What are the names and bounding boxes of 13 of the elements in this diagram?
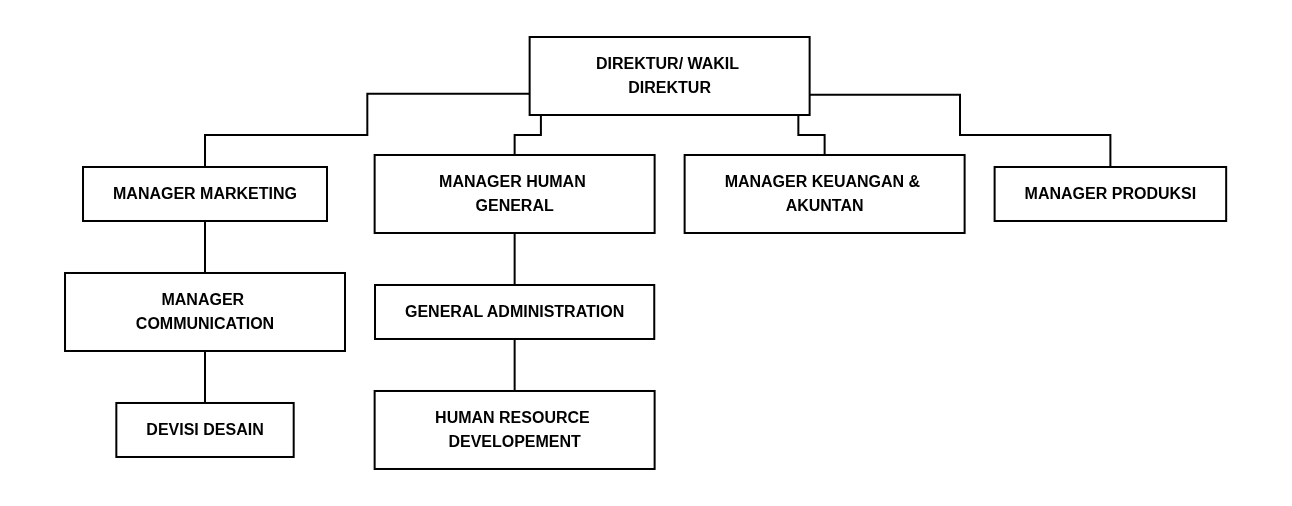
node-box: MANAGER HUMAN GENERAL [374,154,657,234]
node-box: HUMAN RESOURCE DEVELOPEMENT [374,390,657,470]
connector [204,350,207,404]
node-box: MANAGER PRODUKSI [994,166,1228,222]
node-box: MANAGER COMMUNICATION [64,272,347,352]
node-box: MANAGER MARKETING [82,166,329,222]
node-box: DIREKTUR/ WAKIL DIREKTUR [529,36,812,116]
node-box: DEVISI DESAIN [115,402,296,458]
connector [514,232,517,286]
connector [514,338,517,392]
node-box: MANAGER KEUANGAN & AKUNTAN [684,154,966,234]
connector [204,220,207,274]
node-box: GENERAL ADMINISTRATION [374,284,656,340]
